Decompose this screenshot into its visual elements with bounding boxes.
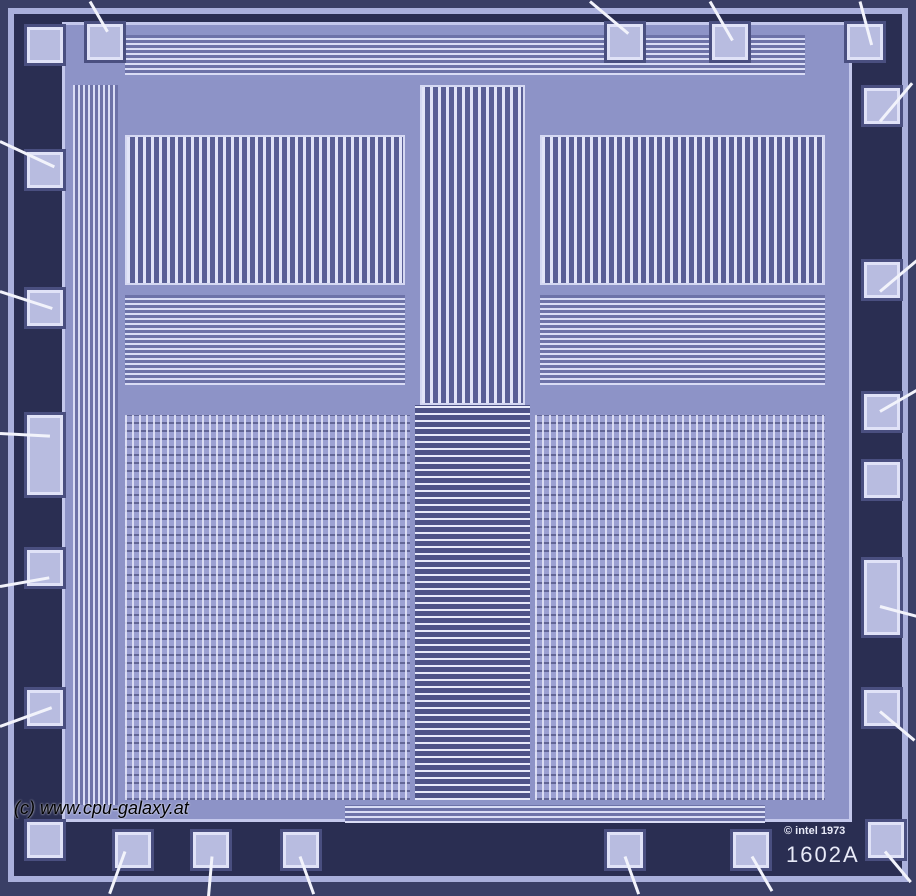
bond-pad — [864, 690, 900, 726]
left-bus-lines — [73, 85, 118, 805]
right-decoder-block — [540, 135, 825, 285]
bond-pad — [712, 24, 748, 60]
bond-pad — [27, 822, 63, 858]
silicon-die — [62, 22, 852, 823]
bond-pad — [733, 832, 769, 868]
bond-pad — [607, 24, 643, 60]
bond-pad — [27, 415, 63, 495]
watermark-text: (c) www.cpu-galaxy.at — [14, 798, 189, 818]
right-driver-block — [540, 295, 825, 385]
bond-pad — [607, 832, 643, 868]
central-logic-block — [420, 85, 525, 405]
right-memory-array — [535, 415, 825, 800]
die-copyright-marking: © intel 1973 — [784, 825, 846, 837]
bond-pad — [864, 394, 900, 430]
bond-pad — [27, 290, 63, 326]
bond-pad — [27, 27, 63, 63]
die-part-number: 1602A — [786, 842, 860, 867]
left-decoder-block — [125, 135, 405, 285]
bond-pad — [864, 462, 900, 498]
bond-pad — [864, 560, 900, 635]
bottom-bus-lines — [345, 805, 765, 823]
top-bus-lines — [125, 35, 805, 75]
left-driver-block — [125, 295, 405, 385]
left-memory-array — [125, 415, 410, 800]
central-column — [415, 405, 530, 800]
